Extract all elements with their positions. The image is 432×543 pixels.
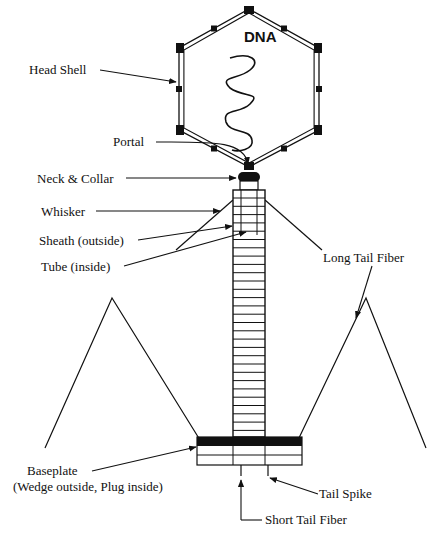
sheath-rings — [233, 198, 265, 430]
leader-arrow — [126, 177, 236, 178]
head-shell: DNA — [176, 6, 322, 170]
tail-sheath — [233, 190, 265, 437]
sheath-ring — [233, 380, 265, 381]
sheath-ring — [233, 289, 265, 290]
long-tail-fiber — [45, 298, 200, 448]
sheath-ring — [233, 372, 265, 373]
leader-arrow — [92, 447, 196, 471]
leader-arrow — [241, 519, 262, 520]
whisker-left — [176, 200, 233, 250]
sheath-ring — [233, 330, 265, 331]
whisker-right — [265, 200, 322, 250]
part-label: Tail Spike — [318, 486, 373, 501]
part-label: Neck & Collar — [36, 171, 115, 186]
part-label: Sheath (outside) — [38, 233, 125, 248]
sheath-ring — [233, 364, 265, 365]
plug-line — [233, 446, 234, 465]
leader-arrow — [124, 232, 246, 266]
sheath-ring — [233, 231, 265, 232]
part-label: Head Shell — [28, 62, 87, 77]
sheath-ring — [233, 397, 265, 398]
node-text: DNA — [244, 28, 277, 45]
part-label: Long Tail Fiber — [322, 250, 405, 265]
sheath-ring — [233, 322, 265, 323]
tube-wall — [257, 190, 258, 235]
baseplate — [197, 437, 302, 465]
leader-arrow — [138, 226, 232, 240]
leader-arrow — [96, 210, 220, 211]
long-tail-fiber — [298, 298, 426, 448]
sheath-ring — [233, 297, 265, 298]
short-tail-fiber — [240, 465, 241, 476]
baseplate-wedge — [197, 437, 302, 446]
part-label: Baseplate — [26, 463, 79, 478]
sheath-ring — [233, 214, 265, 215]
plug-line — [265, 446, 266, 465]
sheath-ring — [233, 413, 265, 414]
tail-spike — [267, 465, 268, 476]
sheath-ring — [233, 347, 265, 348]
leader-arrow — [356, 266, 372, 318]
sheath-ring — [233, 222, 265, 223]
neck — [240, 181, 258, 190]
leader-arrow — [240, 480, 241, 520]
sheath-ring — [233, 198, 265, 199]
sheath-ring — [233, 305, 265, 306]
leader-arrow — [100, 70, 176, 82]
tube-wall — [241, 190, 242, 235]
sheath-ring — [233, 314, 265, 315]
sheath-ring — [233, 206, 265, 207]
dna-strand — [225, 56, 254, 151]
sheath-ring — [233, 281, 265, 282]
sheath-ring — [233, 239, 265, 240]
baseplate-line — [197, 455, 302, 456]
part-label: Whisker — [40, 204, 86, 219]
part-note: (Wedge outside, Plug inside) — [12, 479, 164, 494]
leader-arrow — [270, 478, 318, 494]
sheath-ring — [233, 388, 265, 389]
sheath-ring — [233, 339, 265, 340]
sheath-ring — [233, 256, 265, 257]
sheath-ring — [233, 264, 265, 265]
part-label: Tube (inside) — [40, 259, 111, 274]
sheath-ring — [233, 430, 265, 431]
sheath-ring — [233, 272, 265, 273]
part-label: Portal — [112, 134, 145, 149]
sheath-ring — [233, 405, 265, 406]
part-label: Short Tail Fiber — [264, 512, 348, 527]
sheath-ring — [233, 355, 265, 356]
leader-arrow — [156, 142, 248, 164]
sheath-ring — [233, 422, 265, 423]
sheath-ring — [233, 247, 265, 248]
